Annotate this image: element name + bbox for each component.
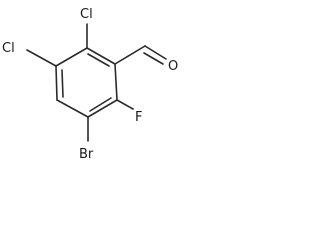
- bond-cho-o-inner: [143, 52, 164, 65]
- ring-bond-c6-c1: [114, 63, 118, 101]
- ring-bond-c4-c5: [56, 99, 89, 118]
- atom-label-bromine: Br: [79, 147, 94, 162]
- ring-bond-c5-c6: [87, 99, 118, 118]
- bond-c6-f: [116, 99, 134, 110]
- bond-cho-o-outer: [144, 45, 167, 60]
- atom-label-cl-left: Cl: [2, 41, 15, 56]
- bond-c1-cho: [114, 45, 146, 65]
- ring-double-bond-c1-c2: [87, 53, 110, 67]
- benzene-ring: [55, 47, 118, 118]
- bond-c3-cl: [26, 49, 57, 67]
- ring-double-bond-c5-c6: [89, 97, 112, 112]
- ring-bond-c2-c3: [55, 47, 88, 67]
- atom-label-cl-top: Cl: [80, 7, 93, 22]
- ring-bond-c3-c4: [55, 65, 58, 101]
- atom-label-oxygen: O: [168, 59, 178, 74]
- ring-bond-c1-c2: [86, 47, 116, 65]
- ring-double-bond-c3-c4: [61, 69, 64, 98]
- atom-label-fluorine: F: [135, 110, 142, 125]
- molecule-structure: Cl Cl O F Br: [2, 7, 178, 162]
